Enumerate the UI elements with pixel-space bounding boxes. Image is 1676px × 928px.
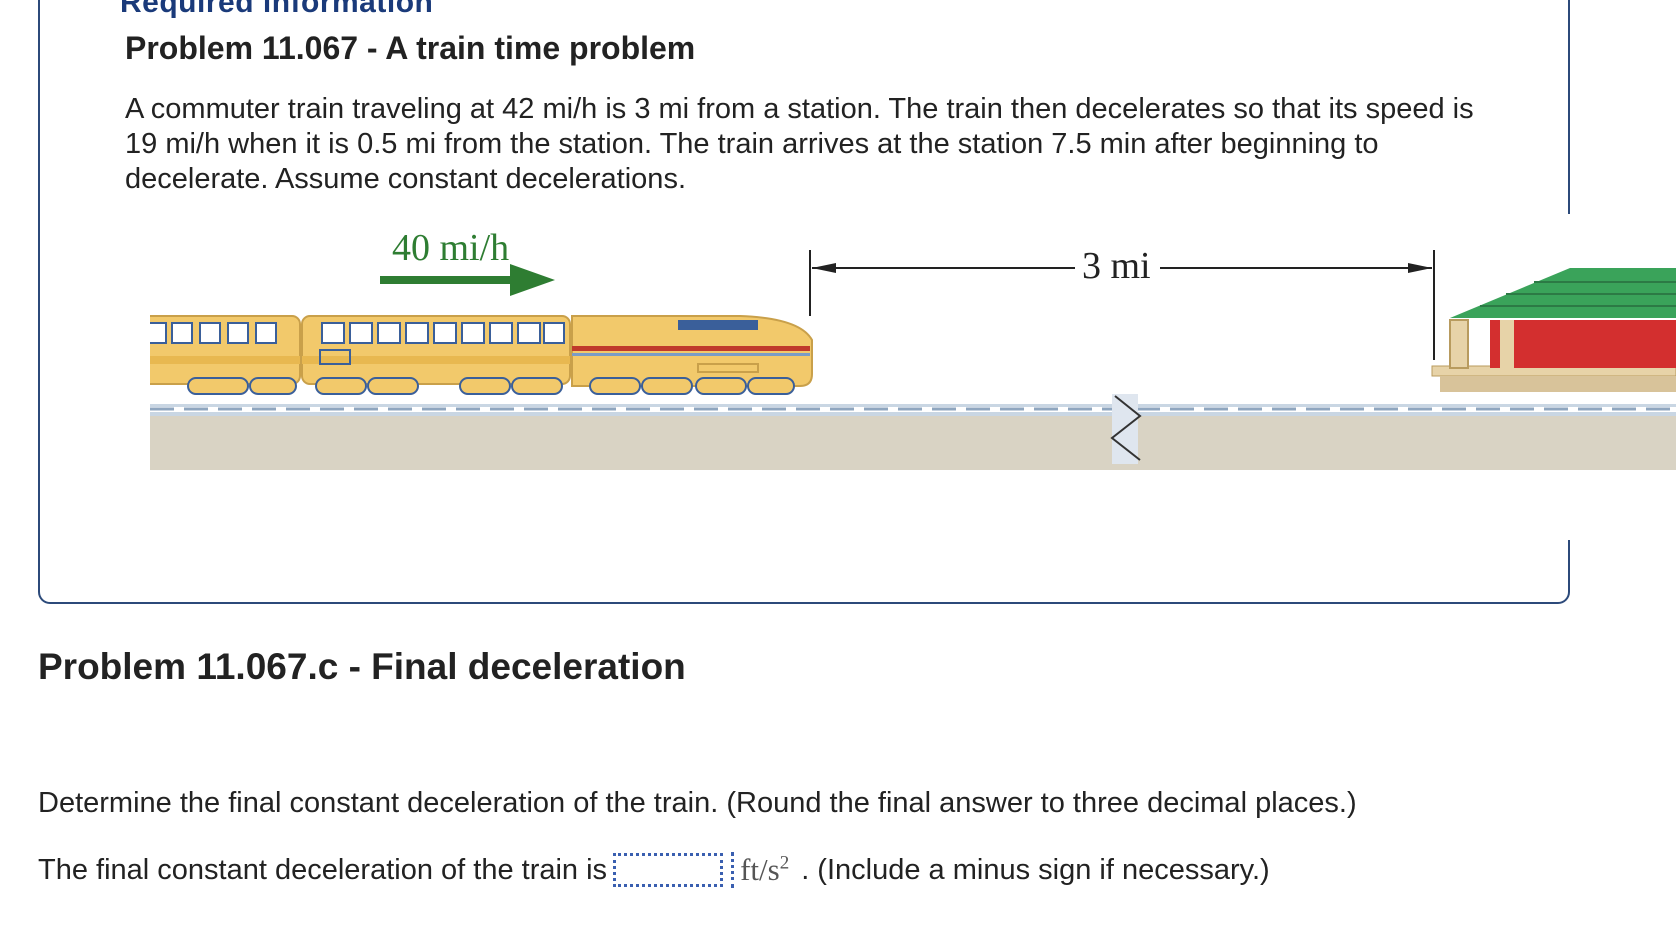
answer-instruction: . (Include a minus sign if necessary.): [801, 853, 1270, 886]
train-illustration: 40 mi/h 3 mi: [139, 227, 1676, 470]
ground: [150, 414, 1676, 470]
answer-line: The final constant deceleration of the t…: [38, 850, 1270, 890]
part-title: Problem 11.067.c - Final deceleration: [38, 646, 686, 687]
train-icon: [139, 315, 813, 395]
distance-label: 3 mi: [1082, 245, 1151, 287]
track-ties: [150, 407, 1676, 412]
problem-description: A commuter train traveling at 42 mi/h is…: [125, 93, 1474, 195]
velocity-arrow-icon: [380, 264, 555, 296]
answer-unit: ft/s2: [731, 852, 789, 888]
question-text: Determine the final constant deceleratio…: [38, 787, 1357, 819]
speed-label: 40 mi/h: [392, 228, 509, 269]
problem-title: Problem 11.067 - A train time problem: [125, 30, 696, 66]
distance-dimension: [809, 250, 1435, 360]
answer-input[interactable]: [613, 853, 724, 887]
unit-exponent: 2: [779, 852, 790, 874]
station-icon: [1431, 268, 1676, 392]
break-symbol-icon: [1110, 394, 1142, 464]
train-figure: 40 mi/h 3 mi: [139, 227, 1676, 508]
cutoff-heading: Required information: [120, 0, 434, 19]
answer-prefix: The final constant deceleration of the t…: [38, 853, 608, 886]
unit-base: ft/s: [740, 852, 780, 887]
